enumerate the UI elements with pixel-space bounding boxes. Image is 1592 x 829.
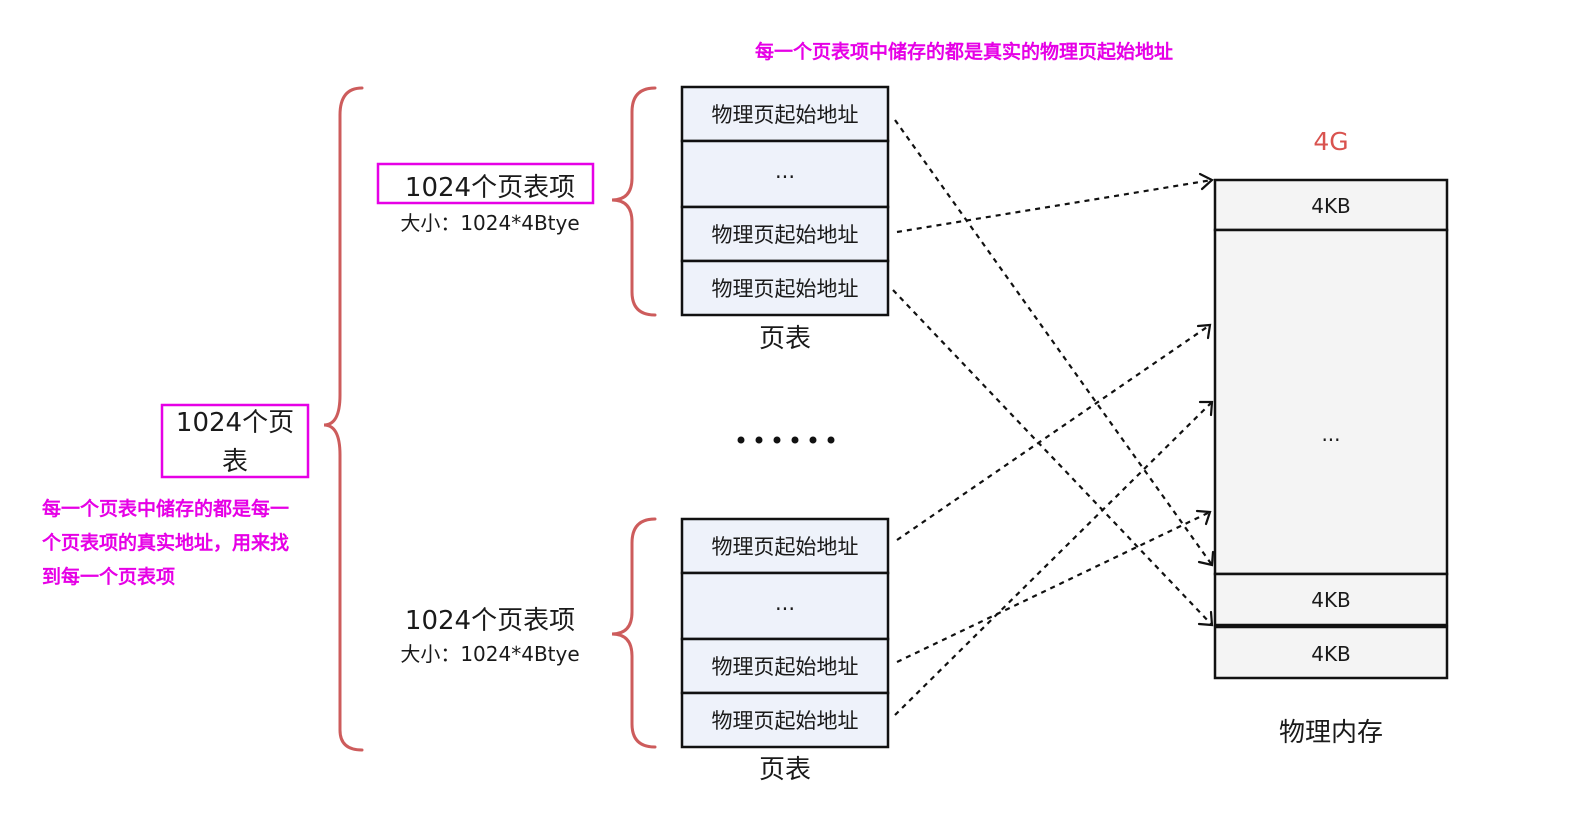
mapping-arrows <box>892 119 1215 716</box>
ellipsis-dot-3 <box>773 436 781 444</box>
page-table-2-cell-3-text: 物理页起始地址 <box>712 655 859 679</box>
ellipsis-dot-6 <box>827 436 835 444</box>
page-table-1-cell-2-text: ... <box>775 159 795 183</box>
page-table-1-cell-4 <box>680 259 890 317</box>
page-table-2-cell-2-text: ... <box>775 591 795 615</box>
page-table-2-cell-4-text: 物理页起始地址 <box>712 709 859 733</box>
arrow-pt1-entry4 <box>892 289 1213 626</box>
page-table-2-size-label: 大小：1024*4Btye <box>400 642 579 666</box>
page-table-1-caption: 页表 <box>759 324 811 354</box>
page-table-2-cell-2 <box>680 571 890 641</box>
ellipsis-dot-1 <box>737 436 745 444</box>
memory-cell-2 <box>1213 228 1449 576</box>
physical-memory: 4G 4KB ... 4KB 4KB 物理内存 <box>1213 127 1449 748</box>
page-table-1-size-label: 大小：1024*4Btye <box>400 211 579 235</box>
memory-cell-3-text: 4KB <box>1311 588 1351 612</box>
arrow-pt2-entry1 <box>896 324 1211 541</box>
page-table-2-caption: 页表 <box>759 755 811 785</box>
page-table-1-cell-2 <box>680 139 890 209</box>
page-table-2-cell-1-text: 物理页起始地址 <box>712 535 859 559</box>
page-table-1-entries-label: 1024个页表项 <box>405 173 575 203</box>
page-table-1-cell-1-text: 物理页起始地址 <box>712 103 859 127</box>
memory-cell-3 <box>1213 572 1449 627</box>
page-table-2-brace <box>611 517 657 749</box>
arrow-pt1-entry3-head <box>1198 172 1214 191</box>
outer-note-line1: 每一个页表中储存的都是每一 <box>42 497 289 520</box>
arrow-pt2-entry4 <box>894 401 1213 716</box>
page-table-1: 1024个页表项 大小：1024*4Btye 物理页起始地址 ... 物理页起始… <box>376 85 890 354</box>
memory-cell-2-text: ... <box>1321 422 1340 446</box>
ellipsis-dot-4 <box>791 436 799 444</box>
middle-ellipsis-dots <box>737 436 835 444</box>
arrow-pt1-entry3 <box>896 178 1213 234</box>
arrow-pt1-entry1-head <box>1197 550 1215 567</box>
page-table-2-cell-4 <box>680 691 890 749</box>
outer-note-line2: 个页表项的真实地址，用来找 <box>41 531 289 554</box>
page-table-2: 1024个页表项 大小：1024*4Btye 物理页起始地址 ... 物理页起始… <box>400 517 890 785</box>
arrow-pt1-entry1 <box>894 119 1213 566</box>
page-table-1-entries-box <box>376 162 595 205</box>
ellipsis-dot-5 <box>809 436 817 444</box>
top-note: 每一个页表项中储存的都是真实的物理页起始地址 <box>755 40 1173 63</box>
outer-label-box <box>160 403 310 479</box>
memory-top-label: 4G <box>1313 127 1348 156</box>
page-table-1-cell-4-text: 物理页起始地址 <box>712 277 859 301</box>
outer-note-line3: 到每一个页表项 <box>42 565 175 588</box>
arrow-pt2-entry3 <box>896 511 1211 663</box>
memory-cell-4 <box>1213 625 1449 680</box>
arrow-pt1-entry4-head <box>1197 610 1214 627</box>
page-table-1-brace <box>611 86 657 317</box>
memory-cell-1 <box>1213 178 1449 232</box>
ellipsis-dot-2 <box>755 436 763 444</box>
page-table-2-entries-label: 1024个页表项 <box>405 606 575 636</box>
outer-label-line1: 1024个页 <box>176 408 294 438</box>
outer-brace <box>323 86 364 752</box>
memory-cell-1-text: 4KB <box>1311 194 1351 218</box>
outer-label-line2: 表 <box>222 447 248 477</box>
arrow-pt2-entry3-head <box>1195 509 1212 526</box>
page-table-1-cell-3-text: 物理页起始地址 <box>712 223 859 247</box>
memory-cell-4-text: 4KB <box>1311 642 1351 666</box>
arrow-pt2-entry4-head <box>1198 400 1214 417</box>
memory-caption: 物理内存 <box>1279 718 1383 748</box>
arrow-pt2-entry1-head <box>1196 323 1212 340</box>
